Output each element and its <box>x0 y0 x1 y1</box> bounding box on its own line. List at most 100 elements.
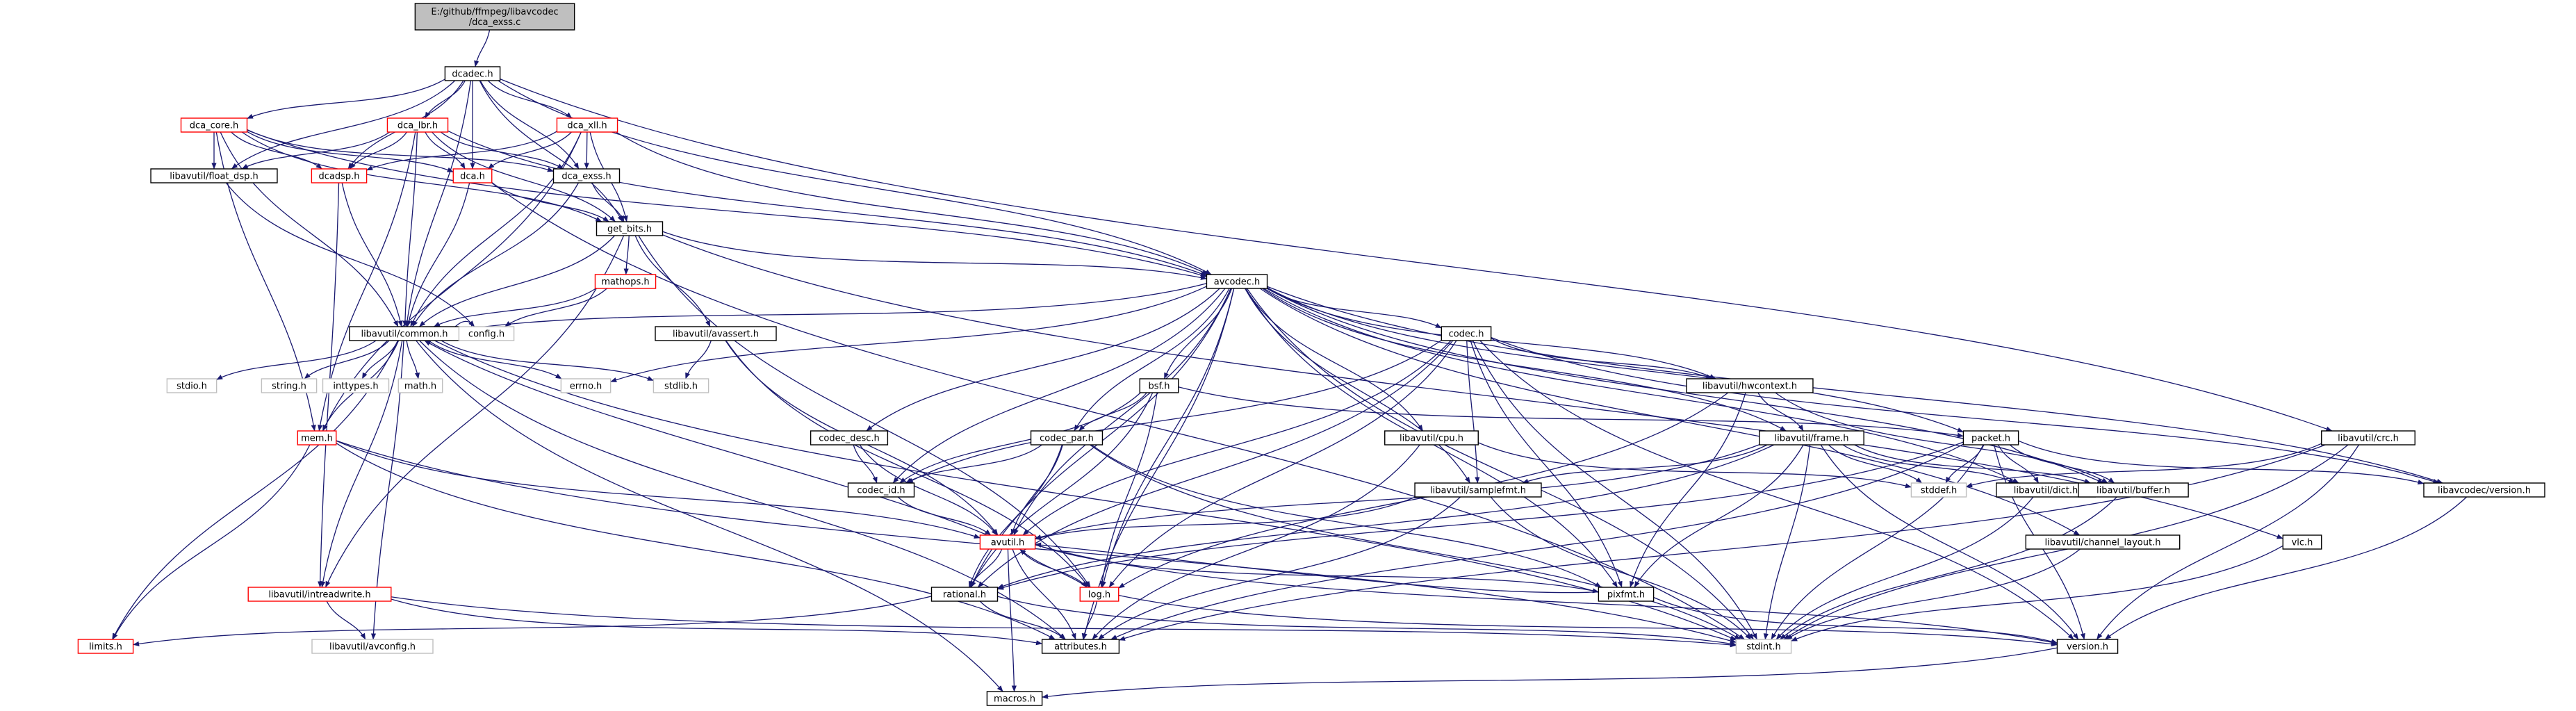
edge-avassert-to-stdlib <box>685 340 712 379</box>
node-channel-layout[interactable]: libavutil/channel_layout.h <box>2025 534 2181 550</box>
node-dcadsp[interactable]: dcadsp.h <box>311 168 368 183</box>
node-label: stdio.h <box>177 382 207 392</box>
edge-frame-to-stddef <box>1828 444 1923 484</box>
node-label: inttypes.h <box>333 382 378 392</box>
node-label: version.h <box>2067 642 2108 653</box>
node-label: codec_desc.h <box>819 434 880 444</box>
edge-avcodec-to-log <box>1101 288 1235 588</box>
node-label: limits.h <box>89 642 122 653</box>
edge-samplefmt-to-attributes <box>1098 496 1461 640</box>
node-label: mathops.h <box>601 277 649 288</box>
node-box <box>247 587 392 602</box>
node-hwcontext[interactable]: libavutil/hwcontext.h <box>1686 378 1814 393</box>
node-config[interactable]: config.h <box>458 326 515 341</box>
node-label: rational.h <box>943 590 986 600</box>
node-buffer[interactable]: libavutil/buffer.h <box>2078 482 2189 498</box>
edge-log-to-attributes <box>1081 600 1098 640</box>
node-codec-desc[interactable]: codec_desc.h <box>810 430 889 446</box>
node-attributes[interactable]: attributes.h <box>1041 639 1120 654</box>
node-box <box>810 430 889 446</box>
node-dca-exss[interactable]: dca_exss.h <box>552 168 621 183</box>
node-box <box>1598 587 1655 602</box>
node-intreadwrite[interactable]: libavutil/intreadwrite.h <box>247 587 392 602</box>
node-label: libavutil/hwcontext.h <box>1703 382 1797 392</box>
node-avutil[interactable]: avutil.h <box>979 534 1036 550</box>
node-errno[interactable]: errno.h <box>560 378 612 393</box>
edge-pixfmt-to-avutil <box>1035 542 1599 594</box>
node-inttypes[interactable]: inttypes.h <box>322 378 390 393</box>
node-dca-lbr[interactable]: dca_lbr.h <box>386 117 449 133</box>
node-stdlib[interactable]: stdlib.h <box>653 378 709 393</box>
node-limits[interactable]: limits.h <box>77 639 134 654</box>
node-mem[interactable]: mem.h <box>297 430 337 446</box>
node-bsf[interactable]: bsf.h <box>1139 378 1179 393</box>
node-box <box>560 378 612 393</box>
node-avassert[interactable]: libavutil/avassert.h <box>655 326 777 341</box>
node-label: libavutil/float_dsp.h <box>170 172 258 182</box>
node-label: libavutil/common.h <box>361 329 448 340</box>
node-cpu[interactable]: libavutil/cpu.h <box>1384 430 1479 446</box>
node-rational[interactable]: rational.h <box>930 587 999 602</box>
node-box <box>311 639 434 654</box>
node-avconfig[interactable]: libavutil/avconfig.h <box>311 639 434 654</box>
node-dca-xll[interactable]: dca_xll.h <box>556 117 618 133</box>
edge-codec-par-to-codec-id <box>905 444 1042 484</box>
edge-codec-desc-to-avutil <box>859 444 998 536</box>
node-dcadec[interactable]: dcadec.h <box>444 66 501 81</box>
node-label: dca_exss.h <box>561 172 611 182</box>
edge-codec-par-to-stdint <box>1090 444 1741 640</box>
node-crc[interactable]: libavutil/crc.h <box>2321 430 2415 446</box>
node-common[interactable]: libavutil/common.h <box>349 326 460 341</box>
node-version[interactable]: version.h <box>2056 639 2119 654</box>
edge-dcadsp-to-common <box>341 182 403 327</box>
node-frame[interactable]: libavutil/frame.h <box>1759 430 1864 446</box>
node-codec-id[interactable]: codec_id.h <box>847 482 915 498</box>
node-stdio[interactable]: stdio.h <box>166 378 218 393</box>
node-label: errno.h <box>570 382 602 392</box>
node-mathops[interactable]: mathops.h <box>594 274 657 289</box>
edge-rational-to-stdint <box>997 596 1737 646</box>
edge-codec-to-stdint <box>1472 340 1758 640</box>
node-samplefmt[interactable]: libavutil/samplefmt.h <box>1414 482 1542 498</box>
node-string[interactable]: string.h <box>261 378 318 393</box>
edge-get-bits-to-mathops <box>623 235 630 275</box>
edge-dca-lbr-to-dca <box>425 131 466 170</box>
node-float-dsp[interactable]: libavutil/float_dsp.h <box>150 168 278 183</box>
edge-packet-to-buffer <box>2009 444 2115 484</box>
node-label: math.h <box>404 382 436 392</box>
edge-mem-to-attributes <box>336 443 1056 640</box>
edge-avcodec-to-stdint <box>1246 288 1755 640</box>
edge-mathops-to-config <box>504 288 607 327</box>
node-codec-par[interactable]: codec_par.h <box>1030 430 1104 446</box>
node-get-bits[interactable]: get_bits.h <box>596 221 664 236</box>
node-box <box>452 168 493 183</box>
node-vlc[interactable]: vlc.h <box>2282 534 2322 550</box>
node-label: codec_par.h <box>1040 434 1094 444</box>
edge-packet-to-stdint <box>1771 444 1984 640</box>
node-avcodec[interactable]: avcodec.h <box>1206 274 1268 289</box>
node-root[interactable]: E:/github/ffmpeg/libavcodec/dca_exss.c <box>414 3 575 31</box>
node-dict[interactable]: libavutil/dict.h <box>1996 482 2096 498</box>
node-stdint[interactable]: stdint.h <box>1735 639 1792 654</box>
edge-dca-lbr-to-avcodec <box>448 130 1207 277</box>
node-dca-core[interactable]: dca_core.h <box>180 117 248 133</box>
node-pixfmt[interactable]: pixfmt.h <box>1598 587 1655 602</box>
edge-log-to-avutil <box>1019 548 1088 588</box>
node-lcversion[interactable]: libavcodec/version.h <box>2423 482 2545 498</box>
edge-dca-xll-to-avcodec <box>616 131 1208 275</box>
node-macros[interactable]: macros.h <box>986 691 1043 706</box>
node-label: bsf.h <box>1148 382 1170 392</box>
node-label: codec_id.h <box>857 486 905 496</box>
node-packet[interactable]: packet.h <box>1962 430 2019 446</box>
node-math[interactable]: math.h <box>397 378 443 393</box>
node-dca[interactable]: dca.h <box>452 168 493 183</box>
node-codec[interactable]: codec.h <box>1441 326 1492 341</box>
edge-codec-par-to-avutil <box>1010 444 1063 536</box>
node-log[interactable]: log.h <box>1079 587 1119 602</box>
node-stddef[interactable]: stddef.h <box>1910 482 1967 498</box>
edge-buffer-to-stdint <box>1780 496 2117 640</box>
edge-dca-xll-to-dcadsp <box>366 131 557 171</box>
edge-avutil-to-common <box>424 340 988 536</box>
node-box <box>2282 534 2322 550</box>
edge-frame-to-rational <box>997 444 1775 589</box>
